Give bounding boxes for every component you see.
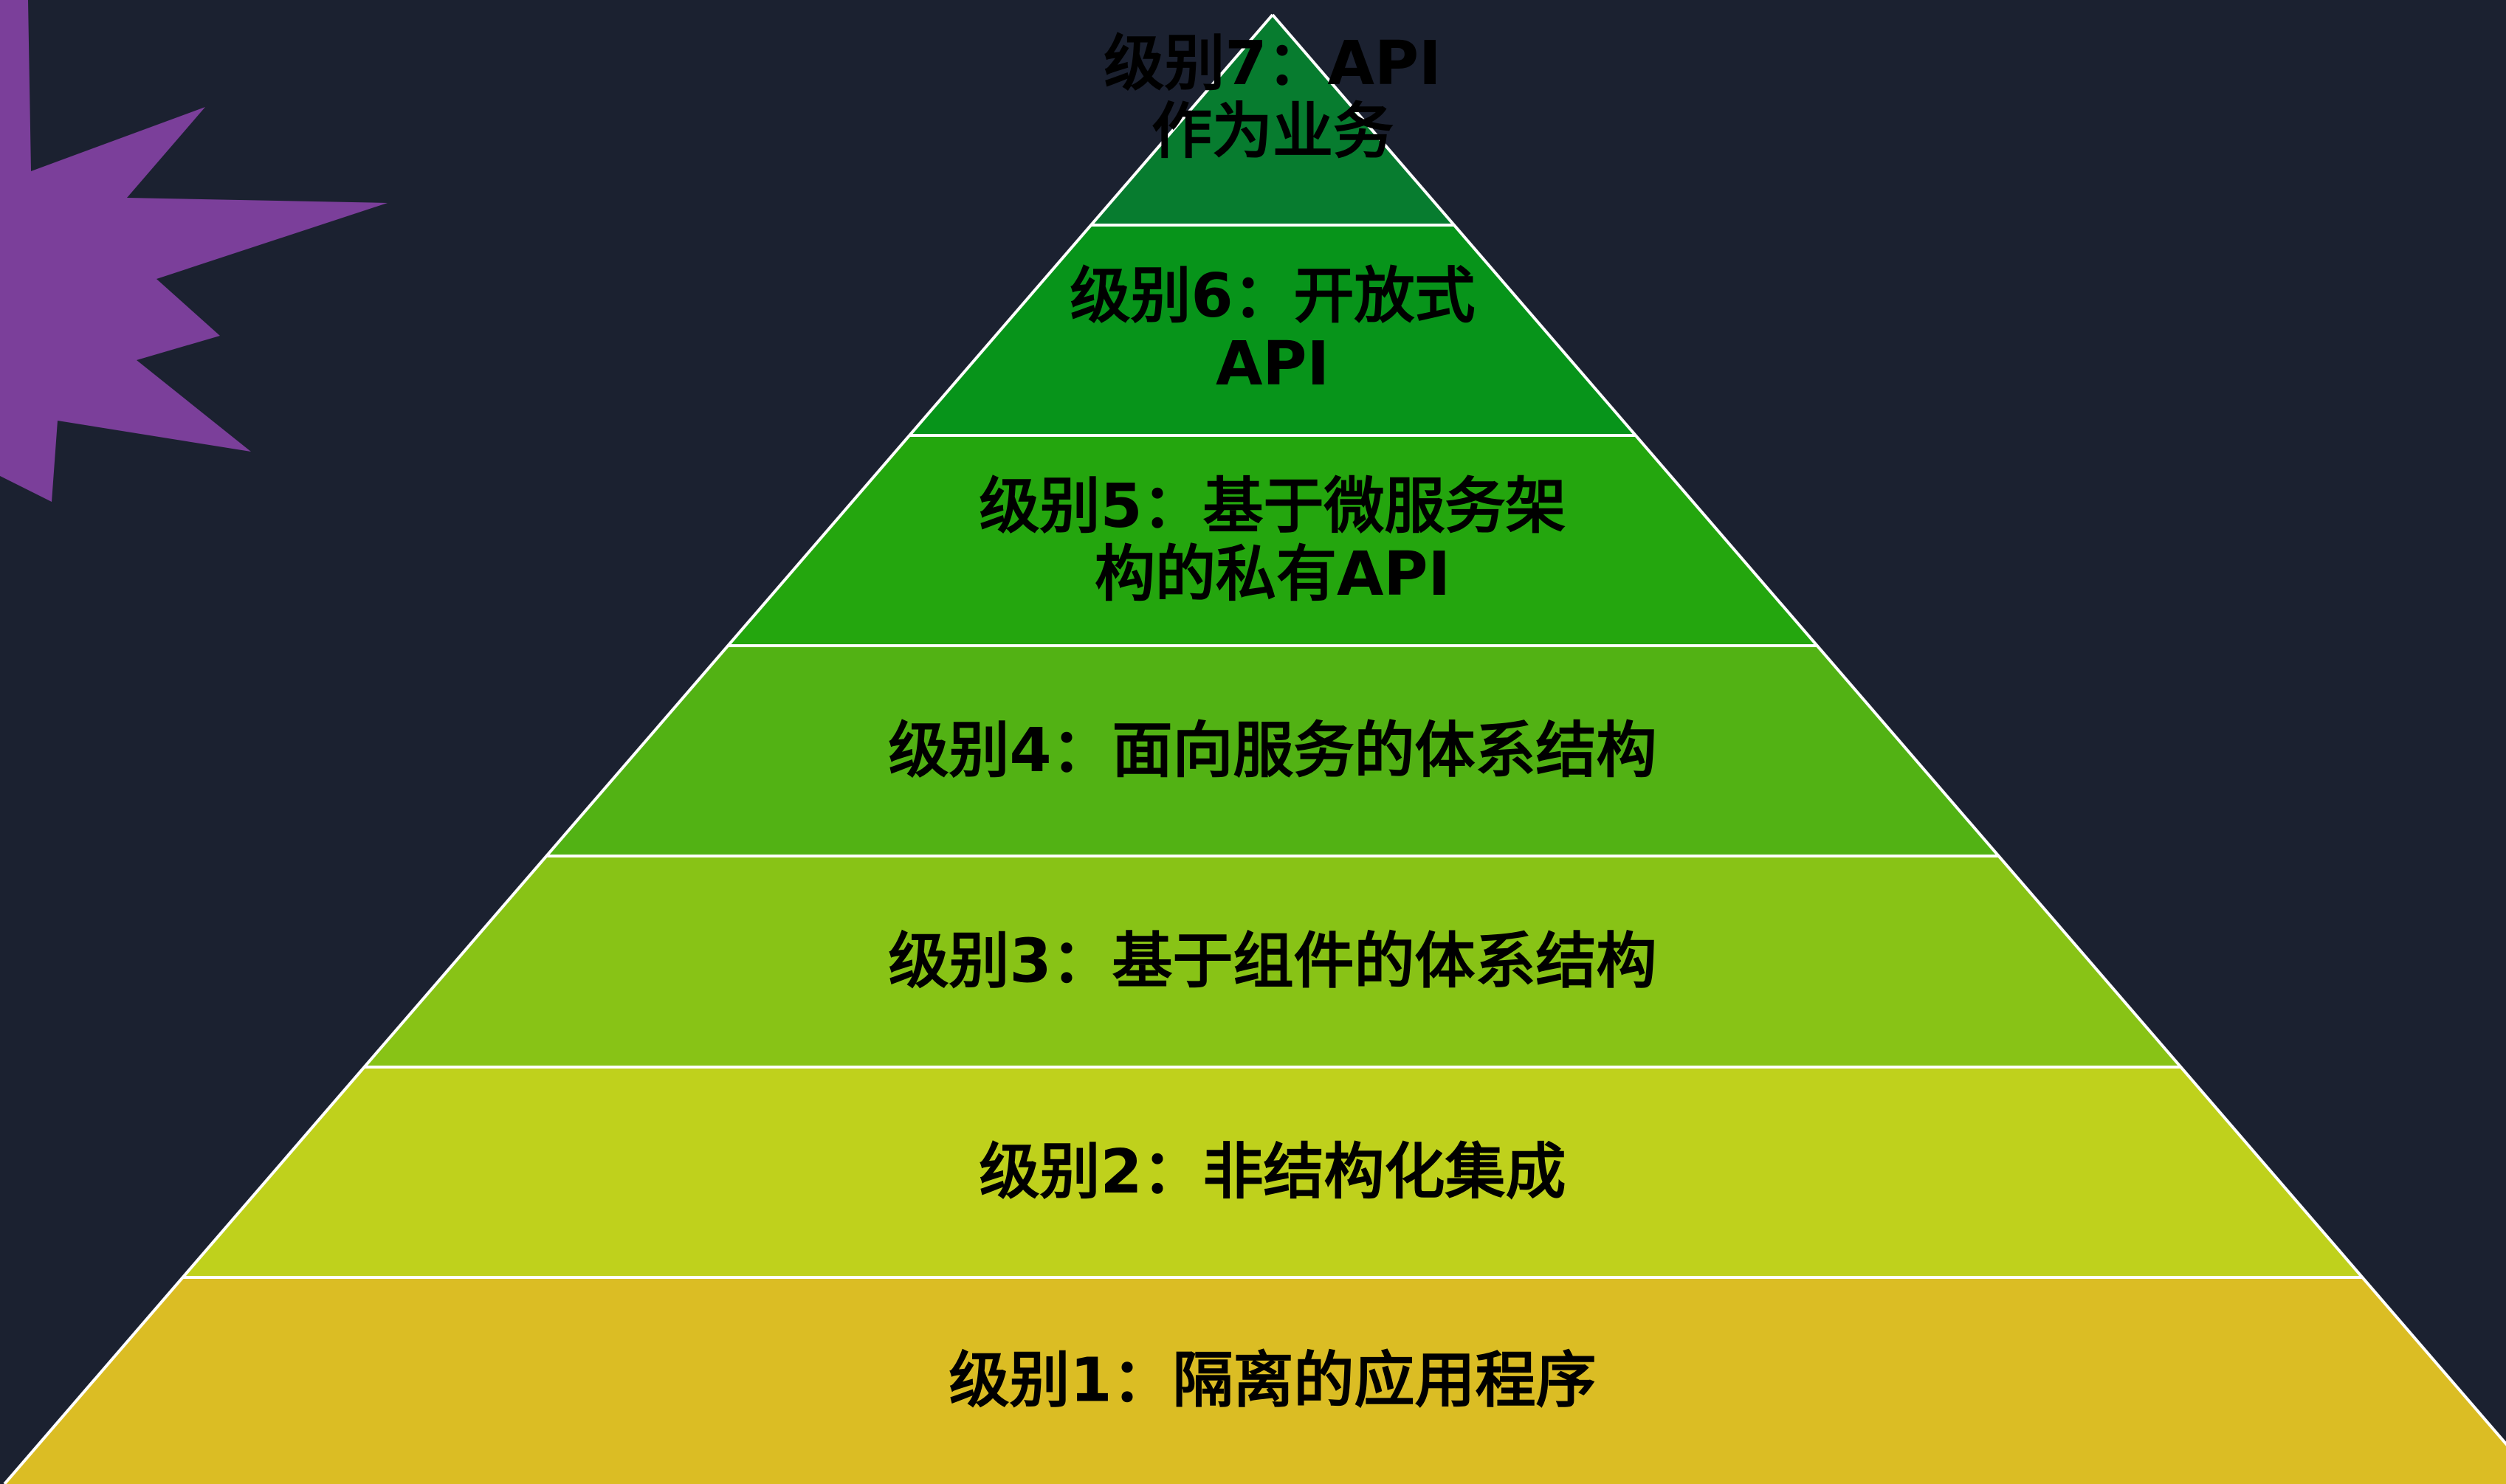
pyramid-layer-2 [182, 1067, 2363, 1277]
level-5-label-line-2: 构的私有API [1095, 539, 1450, 610]
level-6-label-line-2: API [1216, 329, 1329, 399]
pyramid-layers [4, 15, 2506, 1484]
pyramid-layer-6 [909, 225, 1636, 435]
purple-starburst-shape [0, 0, 388, 502]
level-1-label-line-1: 级别1：隔离的应用程序 [949, 1346, 1596, 1416]
level-5-label-line-1: 级别5：基于微服务架 [979, 472, 1566, 542]
pyramid-separators [3, 13, 2506, 1484]
pyramid-layer-5 [728, 435, 1817, 646]
pyramid-layer-3 [364, 856, 2181, 1067]
pyramid-layer-4 [546, 646, 1999, 856]
level-4-label-line-1: 级别4：面向服务的体系结构 [888, 716, 1656, 786]
level-3-label-line-1: 级别3：基于组件的体系结构 [888, 927, 1656, 997]
level-2-label-line-1: 级别2：非结构化集成 [979, 1137, 1566, 1207]
level-6-label-line-1: 级别6：开放式 [1070, 261, 1475, 331]
level-7-label-line-1: 级别7：API [1104, 29, 1441, 99]
level-7-label-line-2: 作为业务 [1152, 97, 1394, 167]
pyramid-edge-line [1271, 13, 2506, 1446]
pyramid-layer-1 [4, 1277, 2506, 1484]
pyramid-edge-line [3, 13, 1274, 1484]
pyramid-layer-7 [1091, 15, 1454, 225]
